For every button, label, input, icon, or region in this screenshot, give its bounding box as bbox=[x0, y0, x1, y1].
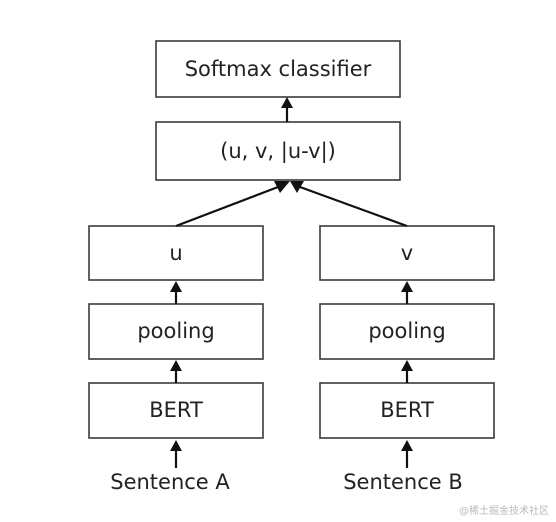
v-label: v bbox=[401, 241, 413, 265]
arrow-u-to-concat bbox=[175, 181, 290, 228]
bert-b-label: BERT bbox=[380, 398, 434, 422]
arrow-sentence-a-to-bert-a bbox=[170, 440, 182, 468]
softmax-classifier-label: Softmax classifier bbox=[185, 57, 372, 81]
bert-b-box: BERT bbox=[319, 382, 495, 439]
arrow-bert-b-to-pooling-b bbox=[401, 360, 413, 383]
softmax-classifier-box: Softmax classifier bbox=[155, 40, 401, 98]
arrow-bert-a-to-pooling-a bbox=[170, 360, 182, 383]
arrow-pooling-b-to-v bbox=[401, 281, 413, 304]
sentence-a-label: Sentence A bbox=[110, 470, 230, 494]
pooling-b-label: pooling bbox=[368, 319, 445, 343]
arrow-pooling-a-to-u bbox=[170, 281, 182, 304]
u-label: u bbox=[169, 241, 182, 265]
concat-box: (u, v, |u-v|) bbox=[155, 121, 401, 181]
bert-a-box: BERT bbox=[88, 382, 264, 439]
pooling-a-label: pooling bbox=[137, 319, 214, 343]
pooling-b-box: pooling bbox=[319, 303, 495, 360]
arrow-v-to-concat bbox=[290, 181, 408, 228]
u-box: u bbox=[88, 225, 264, 281]
concat-label: (u, v, |u-v|) bbox=[220, 139, 336, 164]
pooling-a-box: pooling bbox=[88, 303, 264, 360]
v-box: v bbox=[319, 225, 495, 281]
watermark-text: @稀土掘金技术社区 bbox=[459, 504, 549, 517]
sentence-b-label: Sentence B bbox=[343, 470, 463, 494]
bert-a-label: BERT bbox=[149, 398, 203, 422]
arrow-sentence-b-to-bert-b bbox=[401, 440, 413, 468]
arrow-concat-to-softmax bbox=[281, 97, 293, 122]
